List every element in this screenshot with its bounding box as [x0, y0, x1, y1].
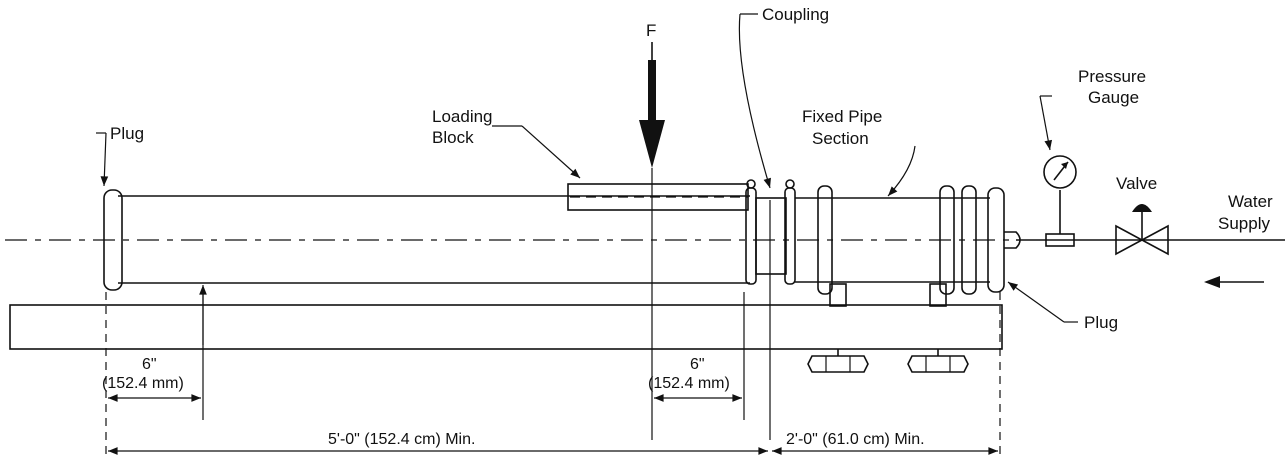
plug-right-label: Plug [1084, 313, 1118, 332]
mounting-bolts [807, 283, 969, 373]
fixed-pipe-label-1: Fixed Pipe [802, 107, 882, 126]
force-label: F [646, 21, 656, 40]
water-supply-label-1: Water [1228, 192, 1273, 211]
dim-right-mm: (152.4 mm) [648, 375, 730, 392]
dim-span-short: 2'-0" (61.0 cm) Min. [786, 431, 925, 448]
coupling [745, 179, 796, 440]
support-beam [9, 304, 1003, 350]
plug-left-label: Plug [110, 124, 144, 143]
pressure-gauge [1043, 155, 1077, 189]
fixed-pipe-section [795, 185, 990, 295]
dim-span-long: 5'-0" (152.4 cm) Min. [328, 431, 475, 448]
loading-block [567, 183, 749, 211]
leader-lines [96, 13, 1078, 323]
fixed-pipe-label-2: Section [812, 129, 869, 148]
test-pipe [118, 195, 750, 284]
pressure-gauge-label-2: Gauge [1088, 88, 1139, 107]
dim-right-inch: 6" [690, 356, 705, 373]
force-arrow [639, 42, 665, 440]
dim-left-mm: (152.4 mm) [102, 375, 184, 392]
supply-line [1016, 190, 1285, 247]
extension-lines [105, 285, 1001, 460]
dim-left-inch: 6" [142, 356, 157, 373]
pressure-gauge-label-1: Pressure [1078, 67, 1146, 86]
loading-block-label-2: Block [432, 128, 474, 147]
valve-label: Valve [1116, 174, 1157, 193]
water-supply-label-2: Supply [1218, 214, 1270, 233]
flow-arrow [1204, 276, 1264, 288]
loading-block-label-1: Loading [432, 107, 493, 126]
coupling-label: Coupling [762, 5, 829, 24]
right-plug [987, 187, 1005, 293]
dimension-lines [108, 394, 999, 455]
valve [1115, 204, 1169, 256]
